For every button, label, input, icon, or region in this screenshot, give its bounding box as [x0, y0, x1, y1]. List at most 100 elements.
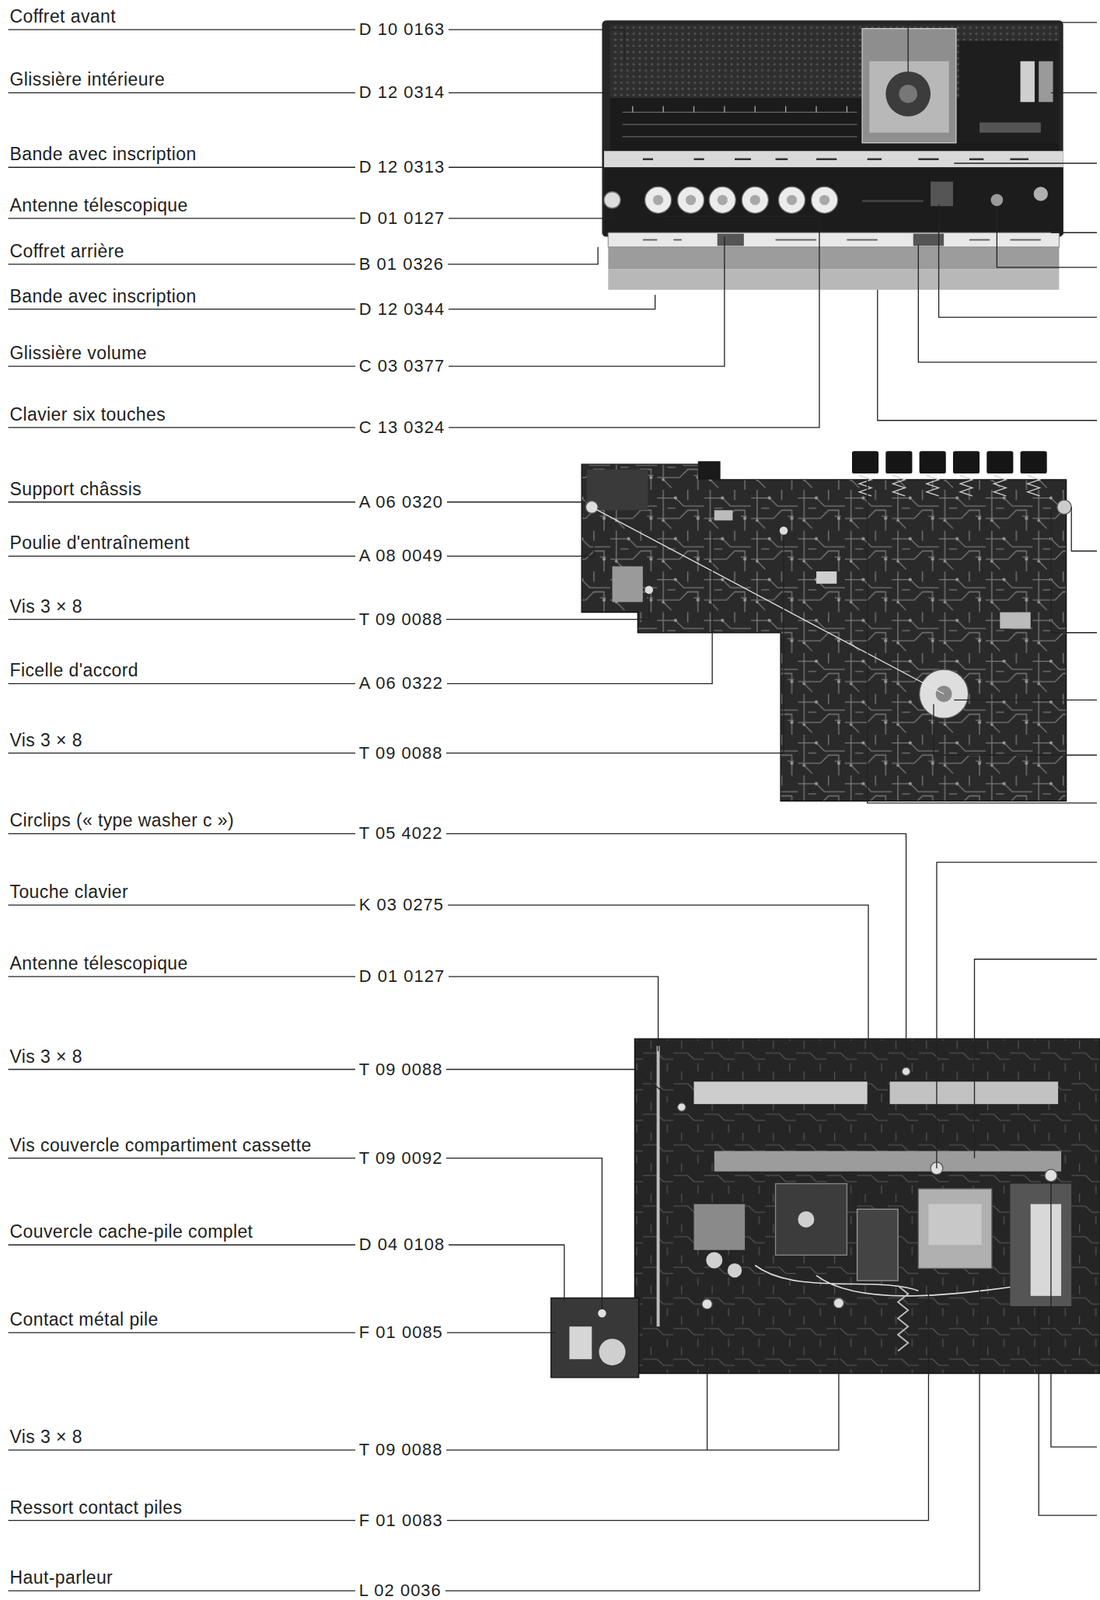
chassis-photo [597, 1309, 607, 1318]
chassis-photo [569, 1326, 592, 1359]
chassis-photo [833, 1298, 844, 1309]
circuit-board-photo [698, 460, 721, 480]
part-name: Coffret avant [10, 4, 116, 28]
radio-front-photo [607, 269, 1059, 290]
leader-line [8, 535, 785, 754]
leader-line [8, 535, 713, 684]
radio-front-photo [604, 167, 1064, 235]
radio-front-photo [604, 192, 621, 209]
leader-line [8, 833, 907, 1068]
chassis-photo [857, 1208, 899, 1281]
radio-front-photo [645, 186, 672, 214]
circuit-board-photo [859, 475, 1040, 496]
radio-front-photo [604, 150, 1064, 168]
part-number: F 01 0083 [355, 1510, 447, 1531]
chassis-photo [705, 1251, 723, 1268]
radio-front-photo [677, 186, 705, 214]
chassis-photo [727, 1263, 742, 1278]
leader-line [918, 244, 1097, 363]
leader-line [953, 699, 1097, 701]
chassis-photo [754, 1265, 1020, 1296]
part-name: Coffret arrière [10, 239, 125, 263]
radio-front-photo [778, 186, 806, 214]
leader-line [1071, 506, 1097, 551]
leader-line [996, 206, 1097, 268]
leader-line [8, 904, 869, 1053]
part-name: Ficelle d'accord [10, 658, 139, 682]
chassis-photo [1009, 1183, 1072, 1307]
circuit-board-photo [581, 450, 1072, 801]
leader-line [877, 289, 1097, 421]
radio-front-photo [607, 247, 1059, 270]
part-number: D 12 0314 [355, 82, 450, 103]
part-number: F 01 0085 [355, 1322, 447, 1343]
chassis-photo [901, 1067, 911, 1076]
part-number: T 09 0088 [355, 1439, 447, 1460]
part-number: T 09 0088 [355, 743, 447, 764]
chassis-photo [677, 1067, 1058, 1310]
circuit-board-photo [986, 450, 1013, 474]
part-name: Ressort contact piles [10, 1495, 183, 1520]
part-number: T 09 0088 [355, 609, 447, 630]
part-name: Contact métal pile [10, 1307, 159, 1331]
leader-line [8, 1270, 981, 1591]
radio-front-photo [717, 233, 744, 247]
part-name: Vis couvercle compartiment cassette [10, 1133, 312, 1157]
leader-line [1051, 232, 1097, 234]
leader-line [974, 959, 1098, 1159]
radio-front-photo [642, 157, 1029, 161]
part-number: D 10 0163 [355, 19, 450, 40]
part-number: B 01 0326 [355, 254, 448, 275]
leader-line [939, 204, 1097, 318]
circuit-board-photo [612, 565, 643, 602]
part-name: Vis 3 × 8 [10, 594, 83, 619]
circuit-board-photo [885, 450, 912, 474]
radio-front-photo [819, 195, 830, 206]
chassis-photo [928, 1204, 982, 1246]
part-name: Glissière intérieure [10, 67, 166, 91]
leader-line [8, 594, 650, 620]
leader-line [8, 1287, 929, 1520]
part-number: L 02 0036 [355, 1580, 446, 1600]
leader-line [8, 167, 605, 168]
chassis-photo [551, 1038, 1100, 1378]
chassis-photo [694, 1081, 868, 1104]
radio-front-photo [622, 111, 858, 137]
part-name: Antenne télescopique [10, 951, 189, 975]
radio-front-photo [717, 195, 728, 206]
leader-line [867, 22, 1097, 1516]
radio-front-photo [653, 195, 664, 206]
radio-front-photo [1038, 61, 1053, 103]
circuit-board-photo [714, 509, 734, 521]
part-name: Poulie d'entraînement [10, 530, 190, 555]
leader-line [1051, 1181, 1097, 1447]
circuit-board-photo [816, 571, 837, 584]
circuit-board-photo [645, 585, 654, 594]
chassis-photo [714, 1151, 1062, 1172]
radio-front-photo [601, 20, 1063, 290]
radio-front-photo [741, 186, 769, 214]
part-number: D 12 0313 [355, 157, 450, 178]
leader-line [953, 162, 1097, 164]
circuit-board-photo [852, 450, 1048, 474]
circuit-board-photo [1057, 499, 1072, 514]
part-number: A 06 0322 [355, 673, 447, 694]
chassis-photo [1044, 1169, 1058, 1182]
radio-front-photo [898, 84, 918, 104]
chassis-photo [634, 1038, 1100, 1374]
part-name: Vis 3 × 8 [10, 1424, 83, 1449]
part-name: Vis 3 × 8 [10, 728, 83, 752]
chassis-photo [797, 1211, 814, 1228]
radio-front-photo [862, 28, 957, 144]
leader-line [8, 1069, 679, 1105]
chassis-photo [918, 1188, 992, 1268]
part-name: Bande avec inscription [10, 284, 197, 308]
part-number: C 13 0324 [355, 417, 450, 438]
leader-line [706, 1309, 708, 1450]
radio-front-photo [653, 195, 830, 206]
radio-front-photo [862, 199, 924, 203]
leader-line [8, 92, 611, 94]
leader-line [8, 976, 659, 1052]
leader-line [8, 1308, 839, 1450]
chassis-photo [897, 1285, 908, 1352]
